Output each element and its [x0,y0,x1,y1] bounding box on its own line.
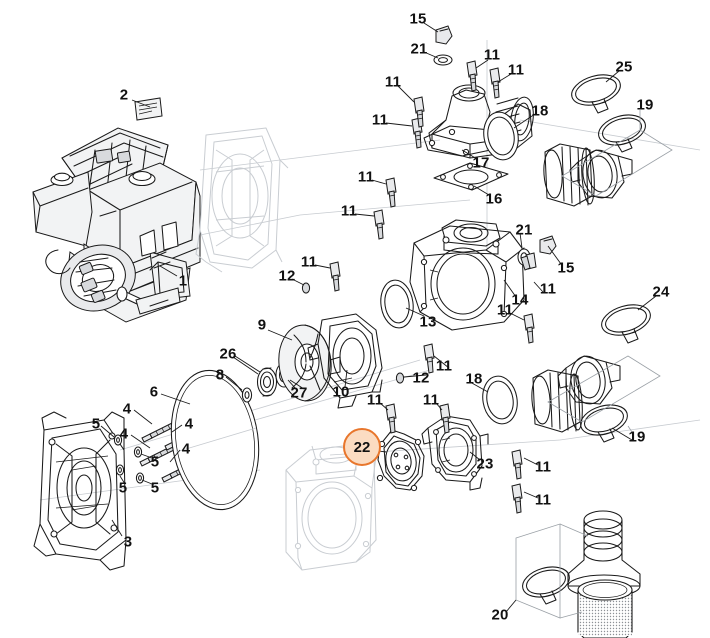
callout-number-bolt[interactable]: 11 [384,73,402,91]
part-18-port-o-rings [482,111,519,425]
callout-number-hose-connector-kit[interactable]: 19 [636,96,654,114]
part-10-volute-casing [307,313,383,409]
callout-number-o-ring-port[interactable]: 18 [465,370,483,388]
callout-number-suction-strainer-kit[interactable]: 20 [491,606,509,624]
callout-number-diaphragm-disc[interactable]: 6 [149,383,159,401]
part-14-pump-body [409,219,525,331]
callout-number-bolt[interactable]: 11 [496,301,514,319]
part-25-hose-clamp [571,74,621,114]
callout-number-bolt[interactable]: 11 [539,280,557,298]
callout-number-bolt[interactable]: 4 [184,415,194,433]
part-23-cover-housing [421,415,489,491]
callout-number-bolt[interactable]: 11 [366,391,384,409]
part-6-diaphragm-disc [170,369,260,511]
leader-lines [100,22,657,537]
callout-number-drain-plug[interactable]: 15 [557,259,575,277]
callout-number-washer[interactable]: 5 [150,479,160,497]
part-24-hose-clamp [601,304,651,344]
callout-number-hose-clamp[interactable]: 24 [652,283,670,301]
part-20-suction-strainer-kit [522,510,641,638]
callout-number-pump-body[interactable]: 14 [511,291,529,309]
part-22-pump-cover-gasket [376,429,425,492]
callout-number-hose-clamp[interactable]: 25 [615,58,633,76]
part-1-engine-assembly [32,127,201,323]
callout-number-seal-ring[interactable]: 27 [290,384,308,402]
callout-number-flange-gasket[interactable]: 16 [485,190,503,208]
callout-number-bolt[interactable]: 4 [119,425,129,443]
highlighted-part-number: 22 [353,438,371,456]
part-9-impeller [278,324,341,402]
callout-number-bolt[interactable]: 11 [507,61,525,79]
callout-number-bolt[interactable]: 11 [534,491,552,509]
callout-number-volute-casing[interactable]: 10 [332,383,350,401]
part-8-o-ring-small [241,387,253,403]
callout-number-washer[interactable]: 5 [118,479,128,497]
callout-number-sealing-ring[interactable]: 21 [515,221,533,239]
callout-number-hose-connector-kit[interactable]: 19 [628,428,646,446]
callout-number-cover-housing[interactable]: 23 [476,455,494,473]
callout-number-frame-housing[interactable]: 3 [123,533,133,551]
callout-number-bolt[interactable]: 11 [483,46,501,64]
callout-number-bolt[interactable]: 4 [122,400,132,418]
callout-number-washer[interactable]: 5 [150,453,160,471]
callout-number-spacer-pin[interactable]: 12 [278,267,296,285]
part-11-bolts [329,60,537,514]
part-19-hose-connector-kit-upper [543,114,646,207]
callout-number-pump-elbow-housing[interactable]: 17 [472,154,490,172]
callout-number-impeller[interactable]: 9 [257,316,267,334]
part-26-mechanical-seal [256,367,278,397]
grouping-brackets [505,110,673,619]
callout-number-drain-plug[interactable]: 15 [409,10,427,28]
highlighted-part-badge[interactable]: 22 [343,428,381,466]
callout-number-spacer-pin[interactable]: 12 [412,369,430,387]
callout-number-washer[interactable]: 5 [91,415,101,433]
part-2-nameplate-label [134,97,163,121]
callout-number-bolt[interactable]: 11 [340,202,358,220]
part-5-washers [113,434,145,484]
callout-number-bolt[interactable]: 11 [422,391,440,409]
callout-number-nameplate-label[interactable]: 2 [119,86,129,104]
part-12-spacer-pins [301,282,405,384]
callout-number-bolt[interactable]: 4 [181,440,191,458]
part-17-pump-elbow-housing [423,84,534,159]
part-3-frame-housing [33,411,127,571]
callout-number-mechanical-seal[interactable]: 26 [219,345,237,363]
callout-number-bolt[interactable]: 11 [300,253,318,271]
callout-number-engine-assembly[interactable]: 1 [178,272,188,290]
part-13-o-ring-volute [380,279,414,329]
callout-number-bolt[interactable]: 11 [357,168,375,186]
ghost-frame-upper [195,127,289,273]
callout-number-o-ring-small[interactable]: 8 [215,366,225,384]
callout-number-sealing-ring[interactable]: 21 [410,40,428,58]
part-19-hose-connector-kit-lower [531,355,628,443]
callout-number-bolt[interactable]: 11 [435,357,453,375]
callout-number-bolt[interactable]: 11 [371,111,389,129]
callout-number-o-ring-port[interactable]: 18 [531,102,549,120]
callout-number-o-ring-volute[interactable]: 13 [419,313,437,331]
part-16-flange-gasket [433,162,509,191]
callout-number-bolt[interactable]: 11 [534,458,552,476]
part-15-drain-plugs [435,25,557,255]
